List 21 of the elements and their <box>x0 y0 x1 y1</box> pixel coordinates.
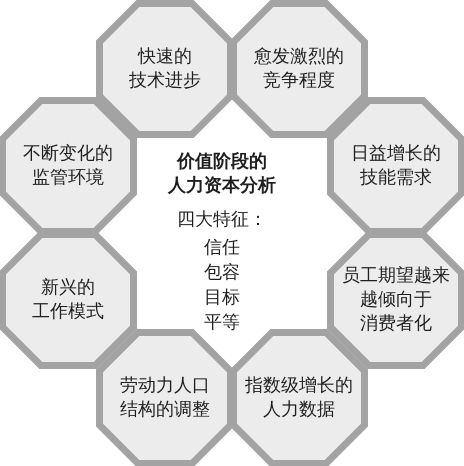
center-title: 价值阶段的人力资本分析 <box>168 150 276 198</box>
node-text: 员工期望越来越倾向于消费者化 <box>342 264 450 336</box>
node-text: 快速的技术进步 <box>129 45 201 93</box>
node-text: 指数级增长的人力数据 <box>245 374 353 422</box>
octagon-node <box>0 97 137 235</box>
feature-item: 平等 <box>204 311 240 335</box>
node-text: 日益增长的技能需求 <box>351 142 441 190</box>
octagon-node <box>96 329 234 466</box>
octagon-node <box>327 97 464 235</box>
feature-item: 包容 <box>204 261 240 285</box>
octagon-node <box>327 231 464 369</box>
node-text: 愈发激烈的竞争程度 <box>254 45 344 93</box>
node-text: 劳动力人口结构的调整 <box>120 374 210 422</box>
octagon-node <box>230 0 368 138</box>
feature-item: 目标 <box>204 286 240 310</box>
node-text: 不断变化的监管环境 <box>23 142 113 190</box>
octagon-node <box>96 0 234 138</box>
feature-item: 信任 <box>204 236 240 260</box>
node-text: 新兴的工作模式 <box>32 276 104 324</box>
octagon-node <box>0 231 137 369</box>
features-heading: 四大特征： <box>177 208 267 232</box>
